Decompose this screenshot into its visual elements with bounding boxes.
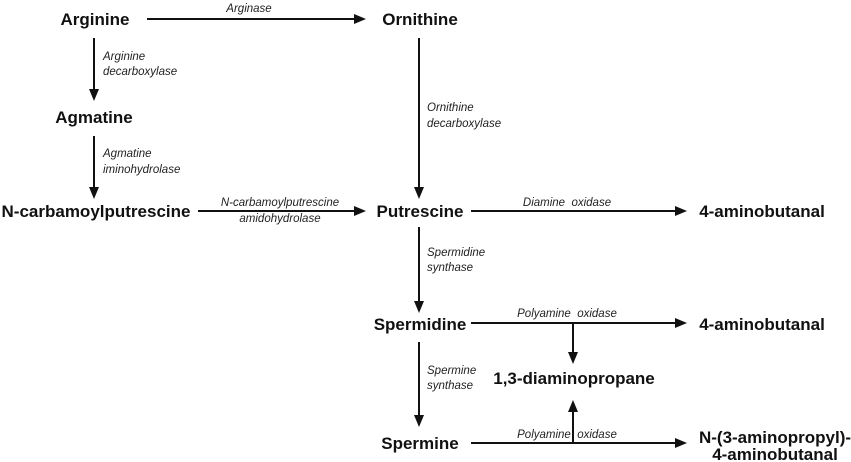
node-n-carbamoylputrescine: N-carbamoylputrescine <box>2 202 191 221</box>
arrow-arginine-to-ornithine <box>147 14 366 24</box>
node-1-3-diaminopropane: 1,3-diaminopropane <box>493 369 655 388</box>
node-spermine: Spermine <box>381 434 458 453</box>
node-agmatine: Agmatine <box>55 108 132 127</box>
arrow-spermidine-to-spermine <box>414 342 424 427</box>
enzyme-ornithine-decarboxylase-line2: decarboxylase <box>427 118 501 130</box>
node-aminopropyl-aminobutanal-line1: N-(3-aminopropyl)- <box>699 428 851 447</box>
arrow-ncarbamoylputrescine-to-putrescine <box>198 206 366 216</box>
arrow-ornithine-to-putrescine <box>414 38 424 199</box>
enzyme-arginine-decarboxylase-line2: decarboxylase <box>103 66 177 78</box>
enzyme-agmatine-iminohydrolase-line2: iminohydrolase <box>103 164 180 176</box>
enzyme-spermidine-synthase-line1: Spermidine <box>427 247 485 259</box>
enzyme-arginine-decarboxylase-line1: Arginine <box>102 51 145 63</box>
node-putrescine: Putrescine <box>377 202 464 221</box>
enzyme-ncarbamoylputrescine-amidohydrolase-line2: amidohydrolase <box>239 213 320 225</box>
node-arginine: Arginine <box>61 10 130 29</box>
arrow-spermine-to-diaminopropane <box>568 400 578 443</box>
enzyme-ornithine-decarboxylase-line1: Ornithine <box>427 102 474 114</box>
arrow-spermidine-to-diaminopropane <box>568 323 578 364</box>
enzyme-diamine-oxidase: Diamine oxidase <box>523 197 611 209</box>
node-spermidine: Spermidine <box>374 315 467 334</box>
arrow-arginine-to-agmatine <box>89 38 99 101</box>
node-aminopropyl-aminobutanal-line2: 4-aminobutanal <box>712 445 838 462</box>
enzyme-polyamine-oxidase-2: Polyamine oxidase <box>517 429 617 441</box>
arrow-putrescine-to-spermidine <box>414 227 424 313</box>
enzyme-spermidine-synthase-line2: synthase <box>427 262 473 274</box>
arrow-putrescine-to-aminobutanal <box>471 206 687 216</box>
enzyme-ncarbamoylputrescine-amidohydrolase-line1: N-carbamoylputrescine <box>221 197 339 209</box>
node-aminobutanal-2: 4-aminobutanal <box>699 315 825 334</box>
enzyme-spermine-synthase-line1: Spermine <box>427 365 476 377</box>
node-aminobutanal-1: 4-aminobutanal <box>699 202 825 221</box>
enzyme-spermine-synthase-line2: synthase <box>427 380 473 392</box>
enzyme-arginase: Arginase <box>225 3 271 15</box>
node-ornithine: Ornithine <box>382 10 458 29</box>
enzyme-polyamine-oxidase-1: Polyamine oxidase <box>517 308 617 320</box>
enzyme-agmatine-iminohydrolase-line1: Agmatine <box>102 148 152 160</box>
arrow-agmatine-to-ncarbamoylputrescine <box>89 136 99 199</box>
